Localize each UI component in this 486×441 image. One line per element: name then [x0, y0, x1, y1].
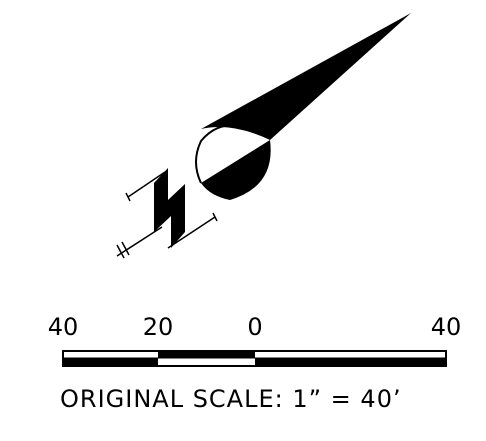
north-letter-icon [154, 168, 185, 248]
north-arrow-half-disc [201, 140, 271, 200]
scale-label-0: 0 [247, 313, 262, 341]
scale-label-20: 20 [143, 313, 174, 341]
north-arrow-needle [201, 13, 411, 140]
north-leader-tick-a [116, 244, 125, 259]
scale-segment-left-lower [63, 358, 158, 366]
scale-segment-right-lower [255, 358, 446, 366]
scale-label-40-left: 40 [48, 313, 79, 341]
north-dimension-tick-lower [212, 212, 218, 222]
scale-caption: ORIGINAL SCALE: 1” = 40’ [60, 385, 402, 413]
north-dimension-line-lower [167, 216, 216, 249]
scale-segment-middle-upper [158, 351, 255, 358]
scale-label-40-right: 40 [431, 313, 462, 341]
north-dimension-line-upper [127, 171, 166, 198]
north-leader-tick-b [121, 241, 130, 256]
north-arrow-half-circle [195, 123, 237, 184]
scale-bar: 40 20 0 40 ORIGINAL SCALE: 1” = 40’ [48, 313, 462, 413]
north-arrow-icon [116, 13, 411, 259]
north-leader-line [116, 226, 163, 257]
north-dimension-tick-upper [125, 192, 131, 202]
